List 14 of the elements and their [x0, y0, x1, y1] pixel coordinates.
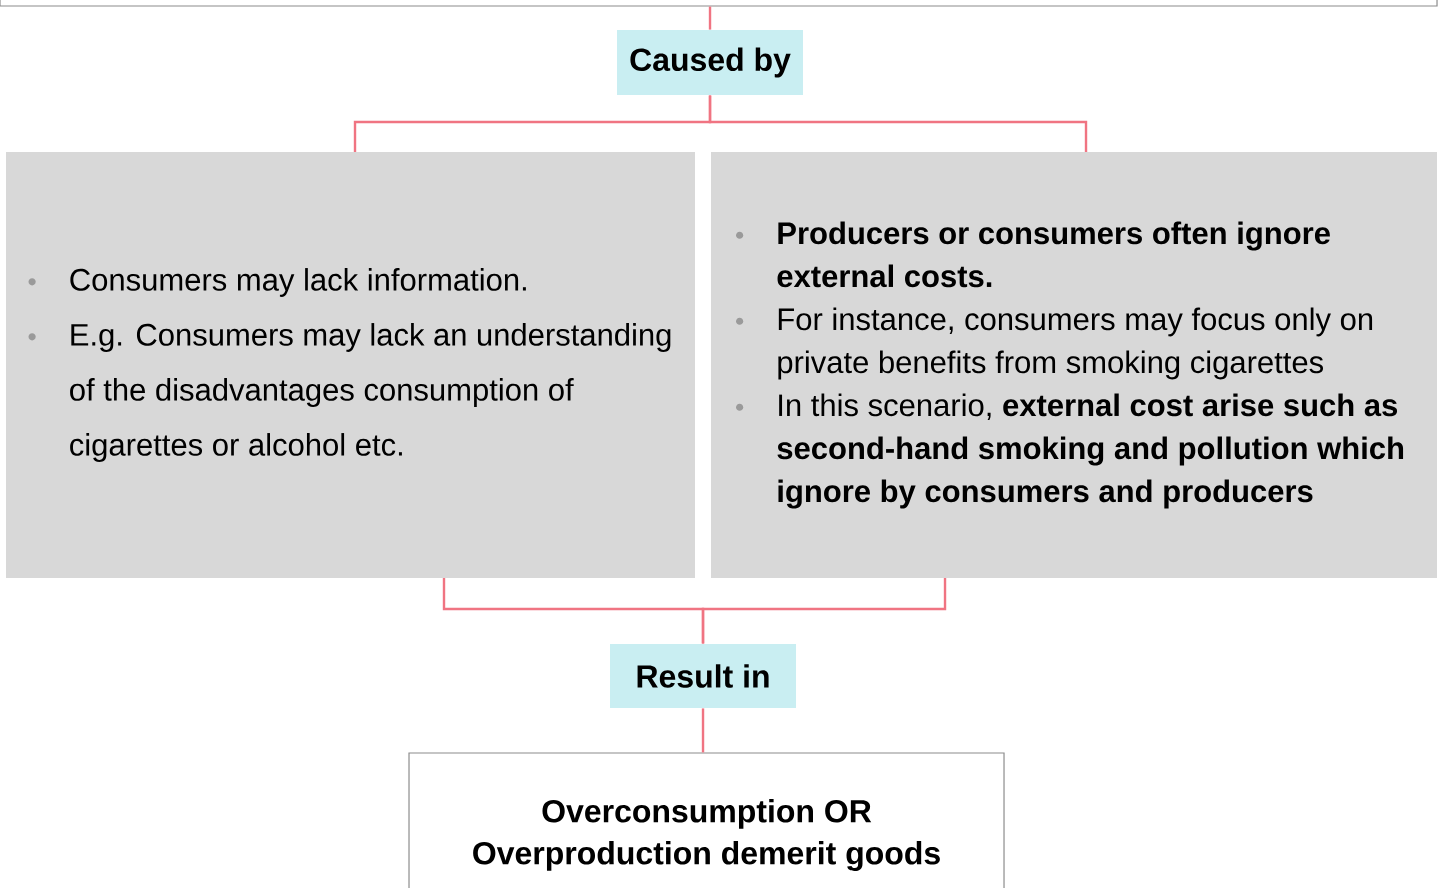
connector-line [701, 708, 705, 753]
connector-line [708, 95, 1088, 152]
bullet-item: Consumers may lack information. [28, 268, 526, 297]
connector-line [708, 6, 712, 30]
bullet-item: E.g. Consumers may lack an understanding of the disadvantages consumption of cigarettes or alcohol etc. [28, 323, 671, 462]
outcome-box [0, 0, 1438, 7]
label-box: Caused by [617, 30, 803, 95]
bullet-item: Producers or consumers often ignore external costs. [736, 221, 1330, 288]
cause-panel [711, 152, 1437, 578]
connector-line [701, 578, 947, 644]
outcome-box: Overconsumption OR Overproduction demerit goods [408, 752, 1005, 888]
cause-panel [6, 152, 695, 578]
label-box: Result in [610, 644, 796, 708]
bullet-item: In this scenario, external cost arise such as second-hand smoking and pollution which ignore by consumers and producers [736, 393, 1404, 509]
